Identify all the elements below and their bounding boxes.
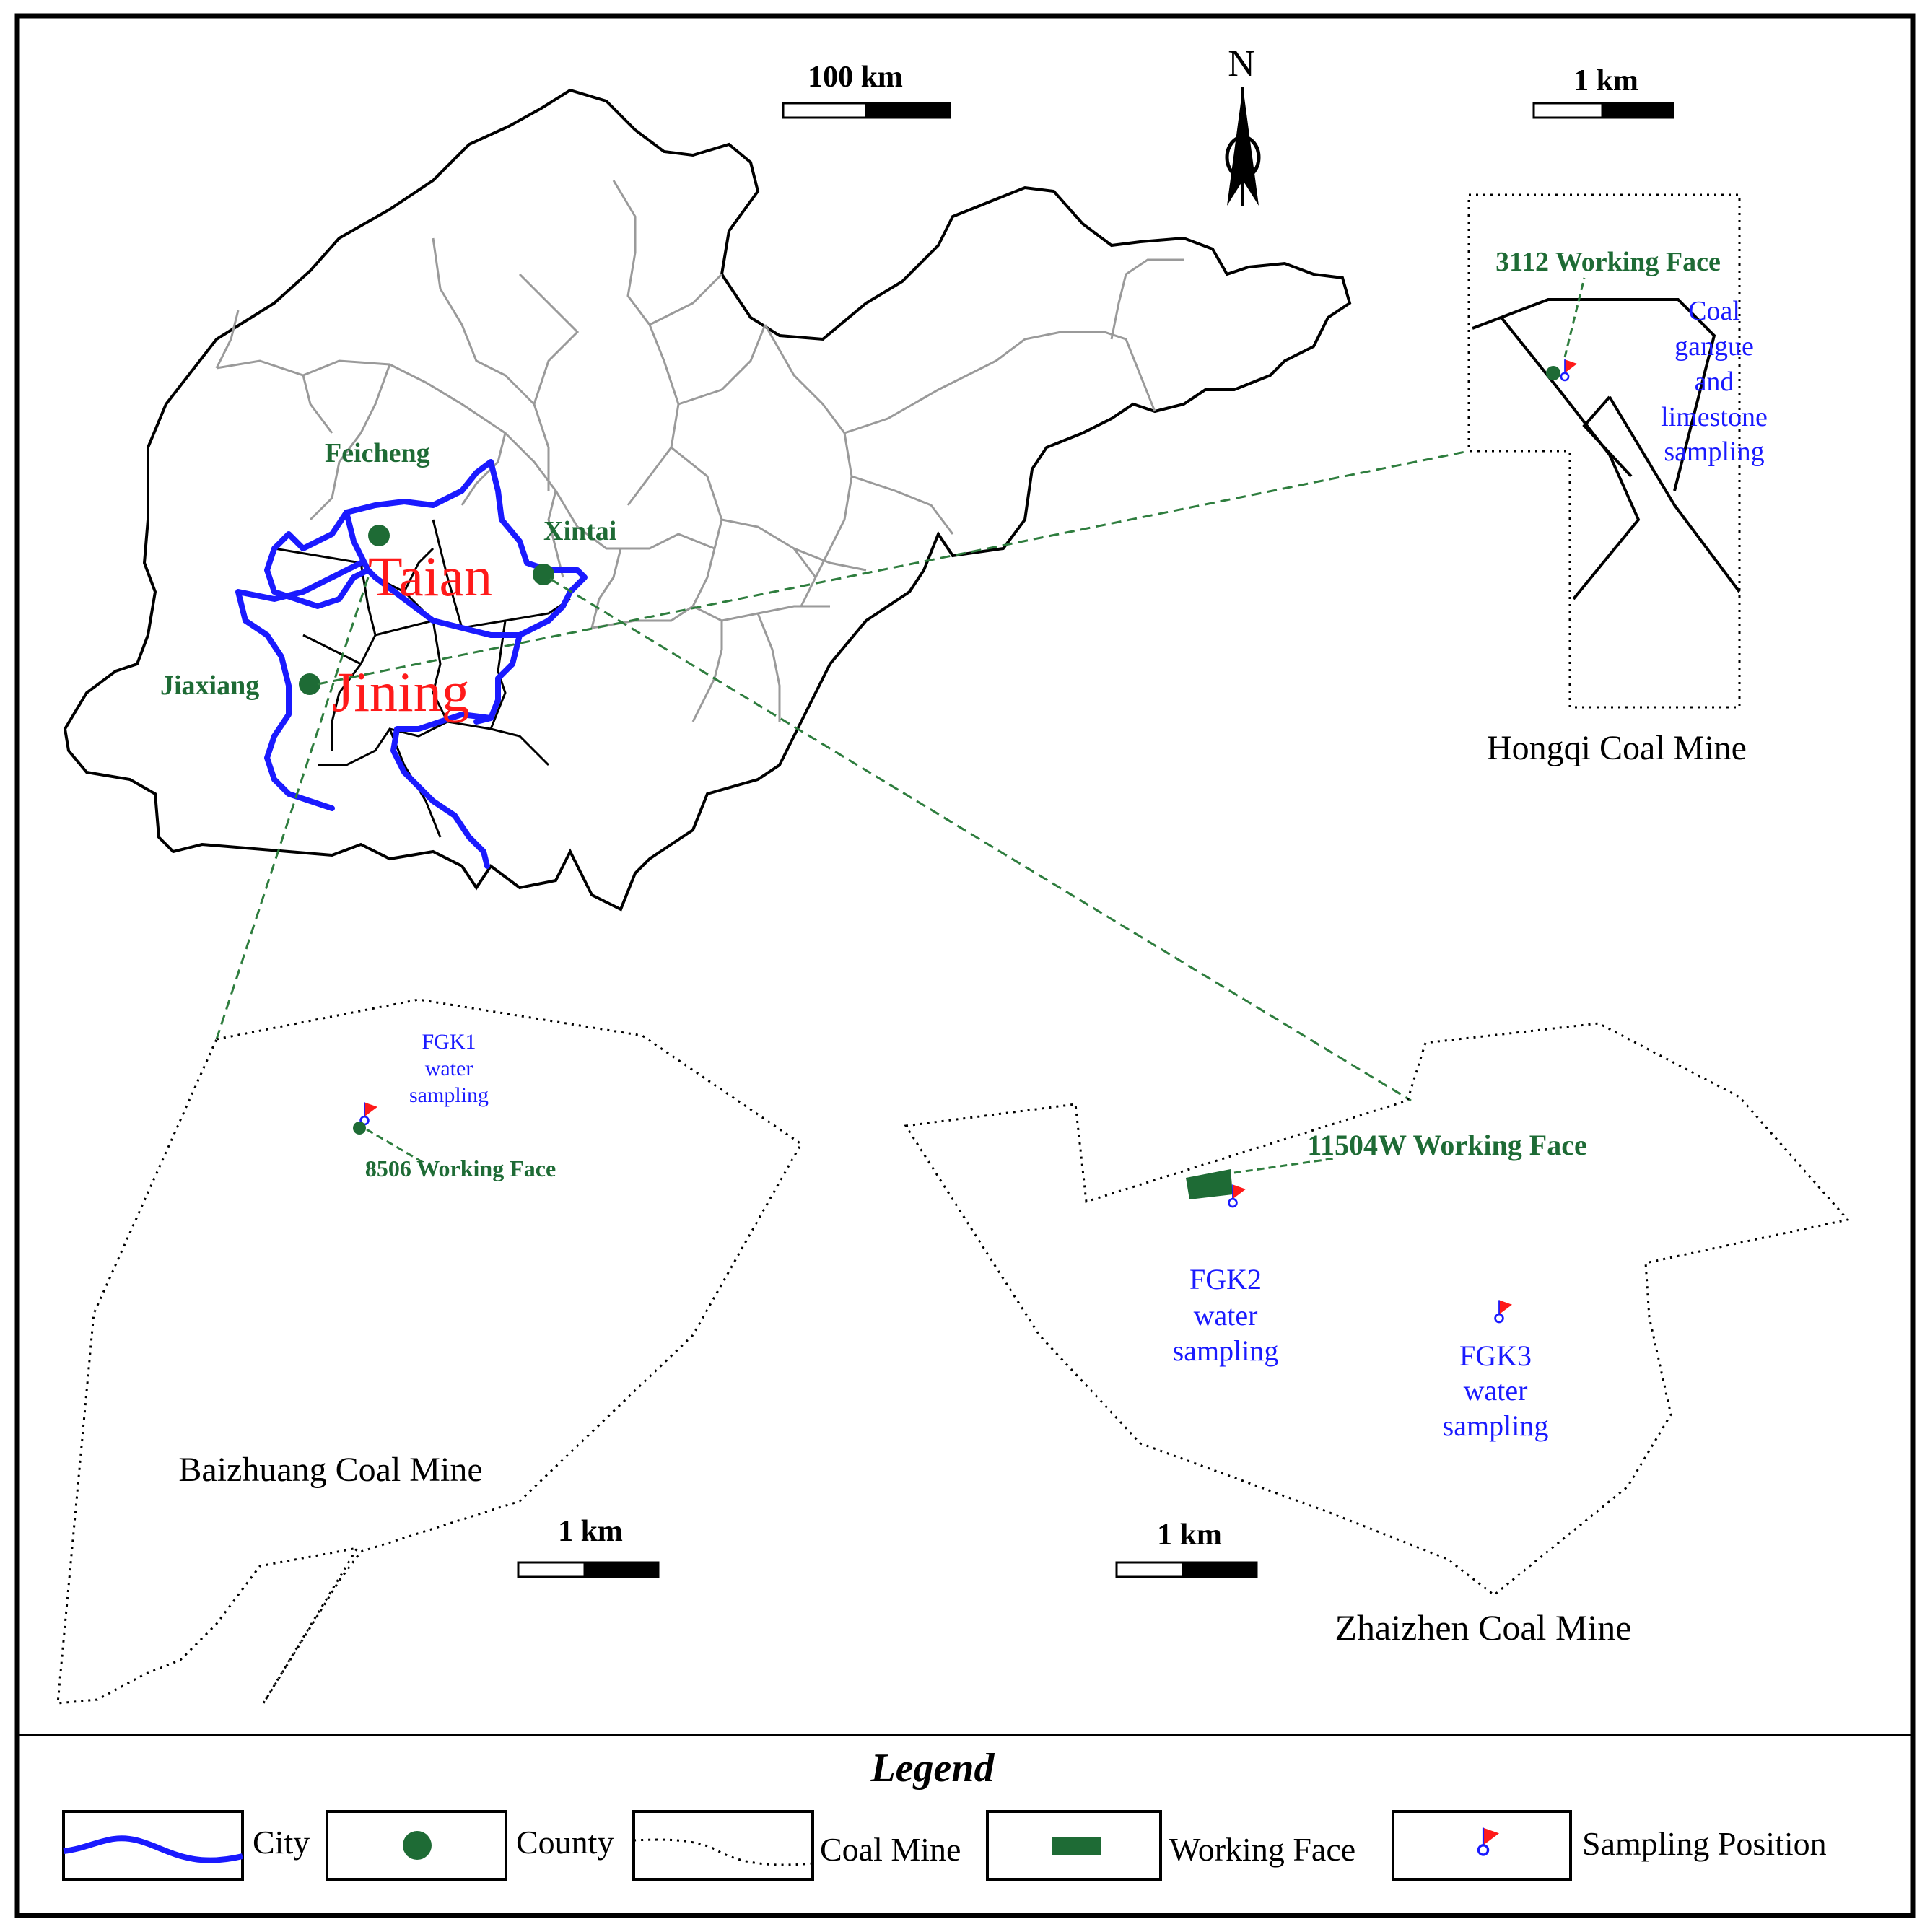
coal-mine-boundary-icon (633, 1838, 813, 1866)
sampling-label-hongqi-line3: and (1695, 367, 1734, 397)
mine-title-hongqi: Hongqi Coal Mine (1487, 729, 1747, 767)
legend-label-coal-mine: Coal Mine (820, 1831, 961, 1868)
coal-mine-boundary-hongqi (1467, 193, 1741, 709)
legend-label-county: County (516, 1824, 614, 1861)
sampling-label-fgk2-line1: FGK2 (1189, 1263, 1262, 1295)
city-boundary-icon (63, 1835, 243, 1863)
sampling-position-baizhuang (359, 1101, 379, 1126)
leader-hongqi-face (1563, 277, 1586, 358)
legend-label-working-face: Working Face (1169, 1831, 1355, 1868)
north-arrow-icon (1225, 87, 1261, 206)
hongqi-mine-roadways (1472, 298, 1741, 600)
sampling-label-hongqi: Coal gangue and limestone sampling (1661, 296, 1768, 467)
sampling-position-zhaizhen-fgk3 (1494, 1299, 1514, 1324)
working-face-hongqi (1546, 366, 1560, 380)
working-face-label-hongqi: 3112 Working Face (1495, 247, 1721, 277)
mine-title-baizhuang: Baizhuang Coal Mine (178, 1451, 482, 1489)
working-face-zhaizhen (1186, 1169, 1233, 1199)
legend-label-city: City (253, 1824, 310, 1861)
sampling-label-hongqi-line5: sampling (1664, 437, 1764, 467)
sampling-label-hongqi-line4: limestone (1661, 402, 1768, 432)
county-dot-icon (403, 1831, 432, 1860)
north-arrow-label: N (1228, 43, 1255, 84)
sampling-label-hongqi-line1: Coal (1688, 296, 1740, 326)
scale-bar-main-label: 100 km (808, 61, 903, 94)
city-boundary-taian-west (264, 510, 371, 609)
province-boundary (63, 88, 1352, 912)
sampling-label-zhaizhen-fgk2: FGK2 water sampling (1173, 1263, 1279, 1367)
city-boundary-taian (344, 459, 588, 638)
inset-baizhuang: FGK1 water sampling 8506 Working Face Ba… (56, 998, 803, 1705)
region-boundaries (215, 180, 1184, 722)
sampling-label-fgk3-line1: FGK3 (1459, 1339, 1532, 1372)
county-dot-jiaxiang (299, 673, 320, 695)
inset-zhaizhen: 11504W Working Face FGK2 water sampling … (904, 1022, 1850, 1648)
map-frame (14, 13, 1916, 1918)
city-boundaries (235, 459, 588, 869)
working-face-label-zhaizhen: 11504W Working Face (1307, 1129, 1586, 1161)
sampling-label-baizhuang-line3: sampling (409, 1083, 489, 1107)
legend-label-sampling-position: Sampling Position (1582, 1825, 1827, 1862)
county-label-feicheng: Feicheng (325, 438, 430, 468)
city-boundary-jining-east (390, 632, 523, 869)
legend-title: Legend (870, 1746, 995, 1791)
sampling-label-baizhuang-line2: water (425, 1057, 473, 1080)
coal-mine-boundary-baizhuang (56, 998, 803, 1705)
working-face-label-baizhuang: 8506 Working Face (365, 1155, 556, 1181)
sampling-label-zhaizhen-fgk3: FGK3 water sampling (1443, 1339, 1549, 1442)
city-label-jining: Jining (332, 660, 470, 723)
leader-zhaizhen-face (1233, 1157, 1336, 1174)
sampling-position-hongqi (1560, 358, 1579, 382)
scale-bar-zhaizhen-label: 1 km (1157, 1518, 1222, 1552)
coal-mine-boundary-zhaizhen (904, 1022, 1850, 1596)
scale-bar-hongqi-label: 1 km (1573, 64, 1638, 97)
sampling-label-hongqi-line2: gangue (1674, 331, 1754, 362)
sampling-label-baizhuang: FGK1 water sampling (409, 1030, 489, 1107)
legend-box-coal-mine (632, 1810, 814, 1881)
sampling-label-baizhuang-line1: FGK1 (422, 1030, 476, 1054)
legend: Legend City County Coal Mine Working Fac… (62, 1746, 1827, 1881)
north-arrow: N (1225, 43, 1261, 206)
working-face-icon (1052, 1837, 1101, 1855)
sampling-label-fgk3-line3: sampling (1443, 1409, 1549, 1442)
inset-leader-lines (215, 450, 1470, 1102)
county-dot-feicheng (368, 525, 390, 546)
inset-hongqi: 1 km 3112 Working Face Coal gangue and l… (1467, 64, 1768, 767)
mine-title-zhaizhen: Zhaizhen Coal Mine (1335, 1607, 1632, 1648)
county-label-jiaxiang: Jiaxiang (160, 670, 259, 701)
scale-bar-main: 100 km (782, 61, 951, 119)
county-dot-xintai (533, 564, 554, 585)
city-boundary-jining (235, 560, 364, 811)
county-label-xintai: Xintai (543, 516, 616, 546)
sampling-label-fgk2-line2: water (1194, 1299, 1258, 1332)
city-label-taian: Taian (368, 545, 492, 608)
scale-bar-baizhuang-label: 1 km (558, 1515, 623, 1548)
working-face-baizhuang (353, 1122, 366, 1135)
sampling-label-fgk3-line2: water (1464, 1374, 1528, 1407)
sampling-label-fgk2-line3: sampling (1173, 1334, 1279, 1367)
